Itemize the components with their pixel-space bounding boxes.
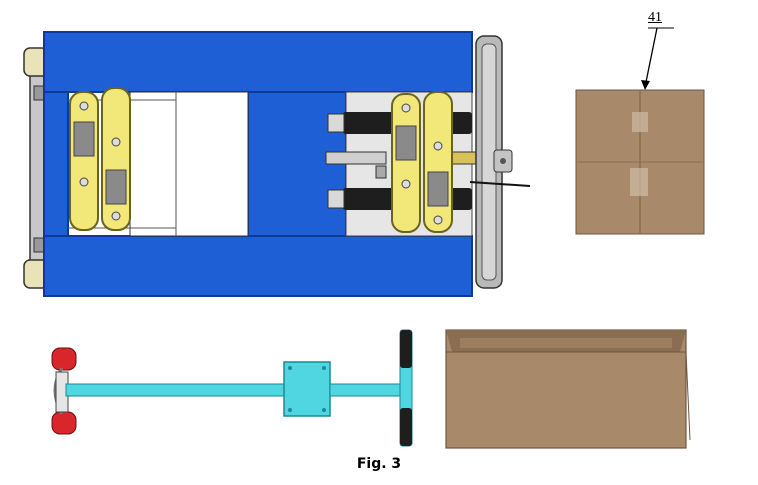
closed-box [445, 329, 691, 449]
handle-assembly [51, 329, 413, 447]
reference-leader-arrow [641, 27, 674, 90]
lift-assembly [23, 31, 531, 297]
flat-box-41 [575, 89, 705, 235]
reference-label-41: 41 [648, 10, 662, 25]
right-lift-pads [391, 91, 453, 233]
hydraulic-cylinders [325, 112, 481, 210]
figure-caption: Fig. 3 [356, 456, 402, 472]
left-lift-pads [69, 87, 131, 231]
right-end-rail [469, 35, 531, 289]
